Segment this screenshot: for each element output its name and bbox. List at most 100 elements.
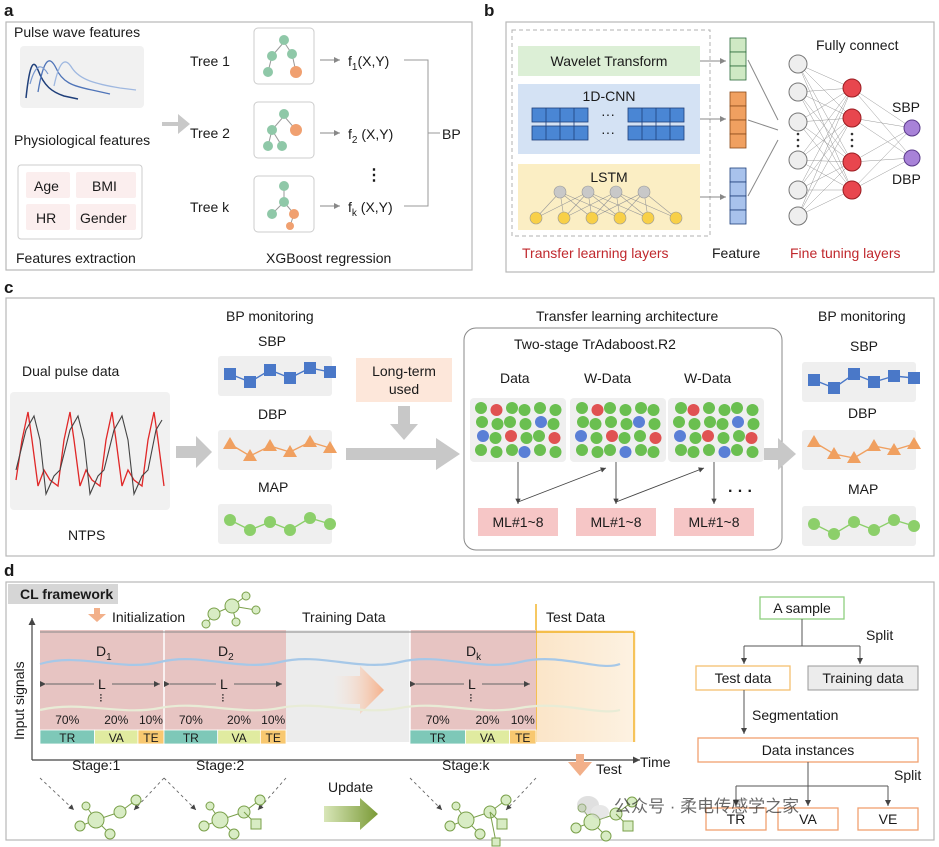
cluster-point (673, 416, 685, 428)
split-segment-label: VA (480, 731, 495, 745)
age-label: Age (34, 178, 59, 194)
bp-monitoring-label: BP monitoring (226, 308, 314, 324)
cluster-point (490, 446, 503, 458)
data-instances-box (697, 737, 919, 763)
stage-1-label: Stage:1 (72, 757, 120, 773)
graph-node (583, 813, 601, 831)
ellipsis-dot (850, 138, 854, 142)
trend-marker (283, 445, 297, 457)
trend-marker (323, 441, 337, 453)
vdots-label: ⁝ (221, 691, 225, 705)
cluster-point (548, 432, 561, 444)
graph-node (228, 828, 240, 840)
cluster-point (533, 430, 545, 442)
cluster-point (534, 444, 546, 456)
split-segment-te (259, 729, 287, 745)
data-instances-label: Data instances (762, 742, 855, 758)
split-segment-label: TR (183, 731, 199, 745)
long-term-label: Long-term (372, 363, 436, 379)
cluster-point (605, 416, 617, 428)
fc-edge (797, 159, 853, 191)
cluster-point (519, 418, 532, 430)
feature-label: Feature (712, 245, 760, 261)
trend-marker (263, 439, 277, 451)
fc-edge (851, 157, 913, 163)
cluster-point (491, 418, 504, 430)
ml-box-1 (478, 508, 558, 536)
signal-wave-blue (39, 658, 621, 668)
fc-edge (797, 117, 853, 191)
d1-label: D1 (96, 643, 112, 663)
graph-node (570, 822, 582, 834)
ellipsis-dot (796, 138, 800, 142)
input-neuron (788, 150, 808, 170)
input-neuron (788, 54, 808, 74)
output-neuron (903, 149, 921, 167)
ml-label-2: ML#1~8 (591, 514, 642, 530)
graph-node (130, 794, 142, 806)
cluster-point (718, 446, 731, 458)
cluster-point (589, 418, 602, 430)
dbp-label: DBP (258, 406, 287, 422)
update-arrow-icon (324, 798, 378, 830)
lstm-network (529, 185, 683, 225)
arrow-down-icon (568, 754, 592, 776)
cluster-point (647, 446, 660, 458)
dk-label: Dk (466, 643, 482, 663)
dbp-output-label: DBP (892, 171, 921, 187)
hidden-neuron (842, 108, 862, 128)
graph-edge (489, 811, 497, 843)
physiological-features-label: Physiological features (14, 132, 150, 148)
split-segment-label: TE (515, 731, 530, 745)
fc-edge (797, 87, 853, 123)
hr-chip (26, 204, 70, 230)
cluster-point (634, 430, 646, 442)
cluster-point (534, 402, 546, 414)
trend-marker (808, 374, 820, 386)
split-segment-label: VA (231, 731, 246, 745)
cl-framework-label: CL framework (20, 586, 113, 602)
pulse-wave-curve (25, 63, 79, 100)
stage-2-label: Stage:2 (196, 757, 244, 773)
panel-b-label: b (484, 1, 494, 20)
cluster-point (591, 404, 604, 416)
wavelet-label: Wavelet Transform (551, 53, 668, 69)
stage-graphs (74, 794, 638, 847)
graph-node (457, 811, 475, 829)
split-segment-label: TR (59, 731, 75, 745)
f2-label: f2 (X,Y) (348, 126, 393, 146)
init-graph-icon (201, 591, 261, 629)
split-percent-label: 70% (179, 713, 203, 727)
cnn-dots: ··· (601, 124, 615, 140)
hidden-neuron (842, 180, 862, 200)
dbp-trend (223, 435, 337, 461)
ellipsis-dot (796, 144, 800, 148)
cluster-point (619, 446, 632, 458)
arrow-right-icon (162, 114, 190, 134)
dbp-right-plot-box (802, 430, 916, 470)
cluster-point (518, 404, 531, 416)
trend-marker (303, 435, 317, 447)
data-clusters (475, 402, 760, 458)
fk-label: fk (X,Y) (348, 199, 393, 219)
cluster-point (604, 444, 616, 456)
connector (747, 59, 779, 121)
cluster-point (674, 430, 686, 442)
arrow-right-icon (346, 438, 460, 470)
fc-edge (797, 121, 853, 191)
map-label: MAP (258, 479, 288, 495)
cluster-point (732, 416, 744, 428)
pulse-wave-curve (29, 66, 49, 85)
test-data-box (695, 665, 791, 691)
graph-node (496, 818, 508, 830)
cluster-point (675, 444, 687, 456)
input-neuron (788, 180, 808, 200)
lstm-box (518, 164, 700, 230)
ntps-label: NTPS (68, 527, 105, 543)
graph-node (104, 828, 116, 840)
time-label: Time (640, 754, 671, 770)
va-label: VA (799, 811, 817, 827)
fc-edge (851, 117, 913, 129)
bmi-label: BMI (92, 178, 117, 194)
cluster-point (703, 444, 715, 456)
